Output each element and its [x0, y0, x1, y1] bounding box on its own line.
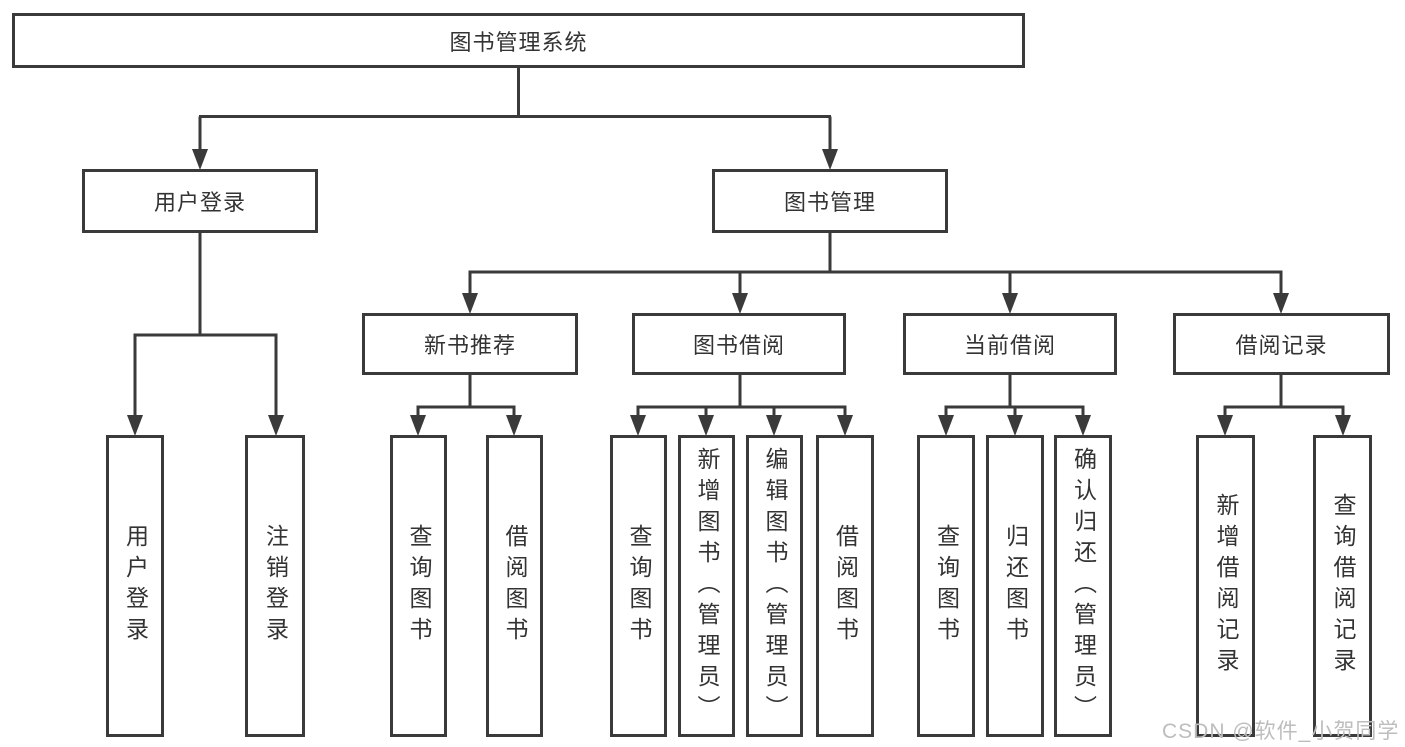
node-label: 当前借阅 — [963, 333, 1056, 358]
leaf-user-login: 用户登录 — [106, 435, 164, 737]
leaf-label: 确认归还（管理员） — [1070, 446, 1097, 726]
leaf-add-book-admin: 新增图书（管理员） — [678, 435, 735, 737]
node-book-borrowing: 图书借阅 — [632, 313, 846, 375]
leaf-label: 新增借阅记录 — [1213, 493, 1239, 679]
node-user-login: 用户登录 — [82, 169, 318, 233]
leaf-label: 编辑图书（管理员） — [762, 446, 788, 726]
leaf-label: 查询图书 — [406, 524, 432, 648]
node-book-management: 图书管理 — [712, 169, 948, 233]
node-library-management-system: 图书管理系统 — [12, 13, 1025, 68]
leaf-query-borrow-record: 查询借阅记录 — [1313, 435, 1372, 737]
leaf-borrow-books: 借阅图书 — [816, 435, 874, 737]
leaf-label: 借阅图书 — [832, 524, 859, 648]
leaf-query-books-borrow: 查询图书 — [610, 435, 667, 737]
leaf-label: 新增图书（管理员） — [694, 446, 720, 726]
leaf-label: 借阅图书 — [502, 524, 528, 648]
node-current-borrowing: 当前借阅 — [903, 313, 1117, 375]
leaf-edit-book-admin: 编辑图书（管理员） — [746, 435, 803, 737]
node-label: 图书管理系统 — [449, 29, 588, 55]
node-label: 新书推荐 — [423, 333, 516, 358]
node-borrowing-records: 借阅记录 — [1173, 313, 1390, 375]
leaf-return-books: 归还图书 — [986, 435, 1044, 737]
node-label: 图书借阅 — [692, 333, 785, 358]
leaf-label: 查询图书 — [933, 524, 960, 648]
csdn-watermark: CSDN @软件_小贺同学 — [1162, 720, 1400, 743]
leaf-query-books-current: 查询图书 — [917, 435, 975, 737]
node-label: 借阅记录 — [1235, 333, 1328, 358]
leaf-query-books-recommend: 查询图书 — [390, 435, 447, 737]
leaf-label: 注销登录 — [262, 524, 289, 648]
leaf-confirm-return-admin: 确认归还（管理员） — [1054, 435, 1112, 737]
leaf-label: 查询图书 — [626, 524, 652, 648]
leaf-borrow-books-recommend: 借阅图书 — [486, 435, 543, 737]
leaf-add-borrow-record: 新增借阅记录 — [1196, 435, 1255, 737]
node-new-book-recommend: 新书推荐 — [362, 313, 578, 375]
leaf-logout: 注销登录 — [245, 435, 305, 737]
leaf-label: 归还图书 — [1002, 524, 1029, 648]
leaf-label: 查询借阅记录 — [1330, 493, 1356, 679]
leaf-label: 用户登录 — [122, 524, 149, 648]
node-label: 图书管理 — [783, 190, 876, 215]
node-label: 用户登录 — [153, 190, 246, 215]
